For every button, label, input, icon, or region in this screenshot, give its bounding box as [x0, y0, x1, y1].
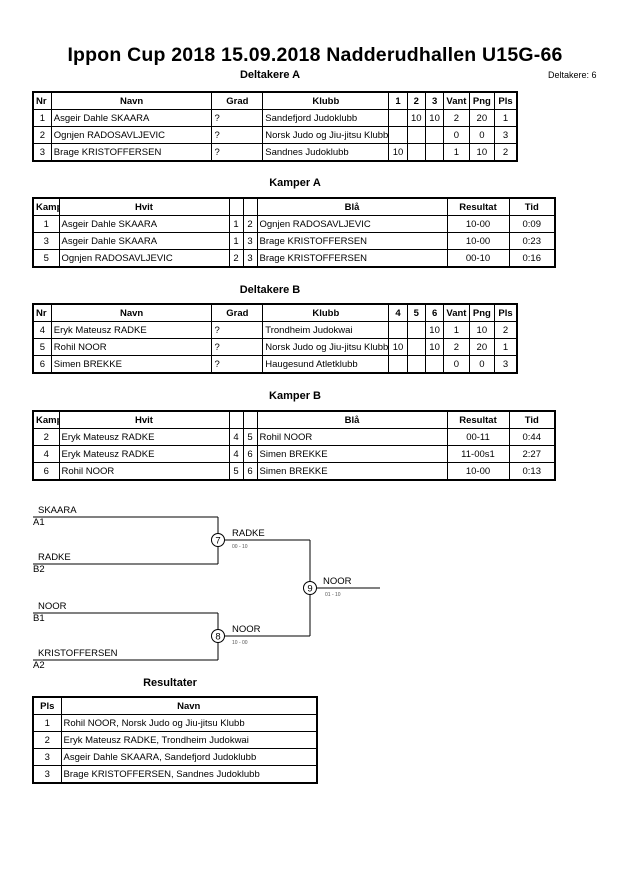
bracket-s2-top-name: NOOR [38, 601, 67, 612]
cell-score [424, 143, 445, 162]
cell-navn: Brage KRISTOFFERSEN, Sandnes Judoklubb [60, 765, 318, 784]
cell-tid: 0:13 [508, 462, 556, 481]
bracket-s1-top-name: SKAARA [38, 505, 77, 516]
table-row: 6 Rohil NOOR 5 6 Simen BREKKE 10-00 0:13 [32, 462, 556, 481]
pool-a-heading: Deltakere A [239, 69, 301, 81]
match-8-score: 10 - 00 [232, 640, 248, 646]
results-header-row: Pls Navn [32, 696, 318, 715]
cell-pls: 1 [32, 714, 62, 732]
bracket-s2-top-seed: B1 [33, 613, 45, 624]
table-row: 5 Rohil NOOR ? Norsk Judo og Jiu-jitsu K… [32, 338, 518, 356]
matches-b-heading: Kamper B [269, 390, 321, 402]
header-pls: Pls [32, 696, 62, 715]
cell-tid: 0:16 [508, 249, 556, 268]
bracket-s2-bot-seed: A2 [33, 660, 45, 671]
match-7-circle [211, 533, 225, 547]
match-9-score: 01 - 10 [325, 592, 341, 598]
table-row: 1 Asgeir Dahle SKAARA 1 2 Ognjen RADOSAV… [32, 215, 556, 233]
cell-score [424, 126, 445, 144]
cell-bla: Simen BREKKE [256, 462, 448, 481]
table-row: 3 Brage KRISTOFFERSEN, Sandnes Judoklubb [32, 765, 318, 784]
cell-nr: 2 [32, 126, 52, 144]
bracket-s1-bot-seed: B2 [33, 564, 45, 575]
results-table: Pls Navn 1 Rohil NOOR, Norsk Judo og Jiu… [32, 696, 318, 784]
table-row: 3 Asgeir Dahle SKAARA 1 3 Brage KRISTOFF… [32, 232, 556, 250]
match-8-winner: NOOR [232, 624, 261, 635]
pool-b-table: Nr Navn Grad Klubb 4 5 6 Vant Png Pls 4 … [32, 303, 518, 374]
bracket-s1-top-seed: A1 [33, 517, 45, 528]
cell-pls: 3 [32, 765, 62, 784]
matches-a-heading: Kamper A [269, 177, 321, 189]
cell-navn: Brage KRISTOFFERSEN [50, 143, 213, 162]
cell-hvit: Asgeir Dahle SKAARA [58, 232, 230, 250]
cell-navn: Asgeir Dahle SKAARA, Sandefjord Judoklub… [60, 748, 318, 766]
participants-count: Deltakere: 6 [548, 70, 597, 80]
header-3: 3 [424, 91, 445, 110]
table-row: 2 Eryk Mateusz RADKE, Trondheim Judokwai [32, 731, 318, 749]
cell-bla: Brage KRISTOFFERSEN [256, 249, 448, 268]
table-row: 5 Ognjen RADOSAVLJEVIC 2 3 Brage KRISTOF… [32, 249, 556, 268]
cell-tid: 0:23 [508, 232, 556, 250]
match-7-score: 00 - 10 [232, 544, 248, 550]
bracket-s2-bot-name: KRISTOFFERSEN [38, 648, 118, 659]
cell-pls: 3 [494, 126, 518, 144]
pool-a-table: Nr Navn Grad Klubb 1 2 3 Vant Png Pls 1 … [32, 91, 518, 162]
match-7-winner: RADKE [232, 528, 265, 539]
cell-pls: 3 [32, 748, 62, 766]
cell-score [424, 355, 445, 374]
match-8-number: 8 [215, 632, 220, 643]
table-row: 2 Ognjen RADOSAVLJEVIC ? Norsk Judo og J… [32, 126, 518, 144]
match-9-number: 9 [307, 584, 312, 595]
matches-a-table: Kamp Hvit Blå Resultat Tid 1 Asgeir Dahl… [32, 197, 556, 268]
cell-nr: 6 [32, 355, 52, 374]
table-row: 6 Simen BREKKE ? Haugesund Atletklubb 0 … [32, 355, 518, 374]
table-row: 4 Eryk Mateusz RADKE ? Trondheim Judokwa… [32, 321, 518, 339]
cell-tid: 0:09 [508, 215, 556, 233]
pool-b-heading: Deltakere B [239, 284, 301, 296]
cell-klubb: Haugesund Atletklubb [262, 355, 390, 374]
cell-grad: ? [211, 126, 264, 144]
header-navn: Navn [60, 696, 318, 715]
page-title: Ippon Cup 2018 15.09.2018 Nadderudhallen… [67, 44, 563, 66]
cell-navn: Ognjen RADOSAVLJEVIC [50, 126, 213, 144]
match-9-winner: NOOR [323, 576, 352, 587]
cell-pls: 2 [494, 143, 518, 162]
matches-b-table: Kamp Hvit Blå Resultat Tid 2 Eryk Mateus… [32, 410, 556, 481]
cell-tid: 2:27 [508, 445, 556, 463]
cell-hvit: Ognjen RADOSAVLJEVIC [58, 249, 230, 268]
cell-navn: Eryk Mateusz RADKE, Trondheim Judokwai [60, 731, 318, 749]
cell-png: 10 [468, 143, 496, 162]
cell-score: 10 [424, 338, 445, 356]
table-row: 1 Asgeir Dahle SKAARA ? Sandefjord Judok… [32, 109, 518, 127]
results-heading: Resultater [143, 677, 197, 689]
cell-pls: 2 [32, 731, 62, 749]
cell-klubb: Sandnes Judoklubb [262, 143, 390, 162]
cell-nr: 3 [32, 143, 52, 162]
cell-navn: Rohil NOOR [50, 338, 213, 356]
match-8-circle [211, 629, 225, 643]
match-9-circle [303, 581, 317, 595]
cell-grad: ? [211, 355, 264, 374]
bracket-s1-bot-name: RADKE [38, 552, 71, 563]
cell-pls: 3 [494, 355, 518, 374]
cell-navn: Rohil NOOR, Norsk Judo og Jiu-jitsu Klub… [60, 714, 318, 732]
cell-nr: 5 [32, 338, 52, 356]
table-row: 3 Brage KRISTOFFERSEN ? Sandnes Judoklub… [32, 143, 518, 162]
cell-png: 0 [468, 355, 496, 374]
bracket-lines [33, 516, 380, 661]
match-7-number: 7 [215, 536, 220, 547]
cell-pls: 1 [494, 338, 518, 356]
table-row: 3 Asgeir Dahle SKAARA, Sandefjord Judokl… [32, 748, 318, 766]
header-nr: Nr [32, 91, 52, 110]
table-row: 1 Rohil NOOR, Norsk Judo og Jiu-jitsu Kl… [32, 714, 318, 732]
table-row: 2 Eryk Mateusz RADKE 4 5 Rohil NOOR 00-1… [32, 428, 556, 446]
table-row: 4 Eryk Mateusz RADKE 4 6 Simen BREKKE 11… [32, 445, 556, 463]
cell-navn: Simen BREKKE [50, 355, 213, 374]
